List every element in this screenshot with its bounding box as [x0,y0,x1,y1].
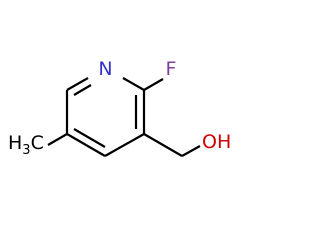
bond-c3-ch2 [143,133,183,157]
fluorine-atom-label: F [166,58,177,80]
nitrogen-atom-label: N [98,58,112,80]
bond-c6-n1-inner [73,84,92,96]
methyl-subscript: 3 [22,143,30,158]
bond-n1-c2 [122,77,145,91]
methyl-carbon: C [31,132,44,154]
bond-c3-c4 [104,133,145,157]
bond-c5-ch3 [47,133,68,146]
structural-formula: N F OH H3C [8,58,231,158]
methyl-hydrogen: H [8,132,22,154]
methyl-group-label: H3C [8,132,44,158]
bond-c4-c5 [66,133,106,157]
bond-c6-n1 [66,77,89,91]
bond-c4-c5-inner [73,128,106,148]
bond-ch2-oh [181,145,201,157]
bond-c2-f [143,78,164,91]
hydroxyl-group-label: OH [202,131,231,153]
